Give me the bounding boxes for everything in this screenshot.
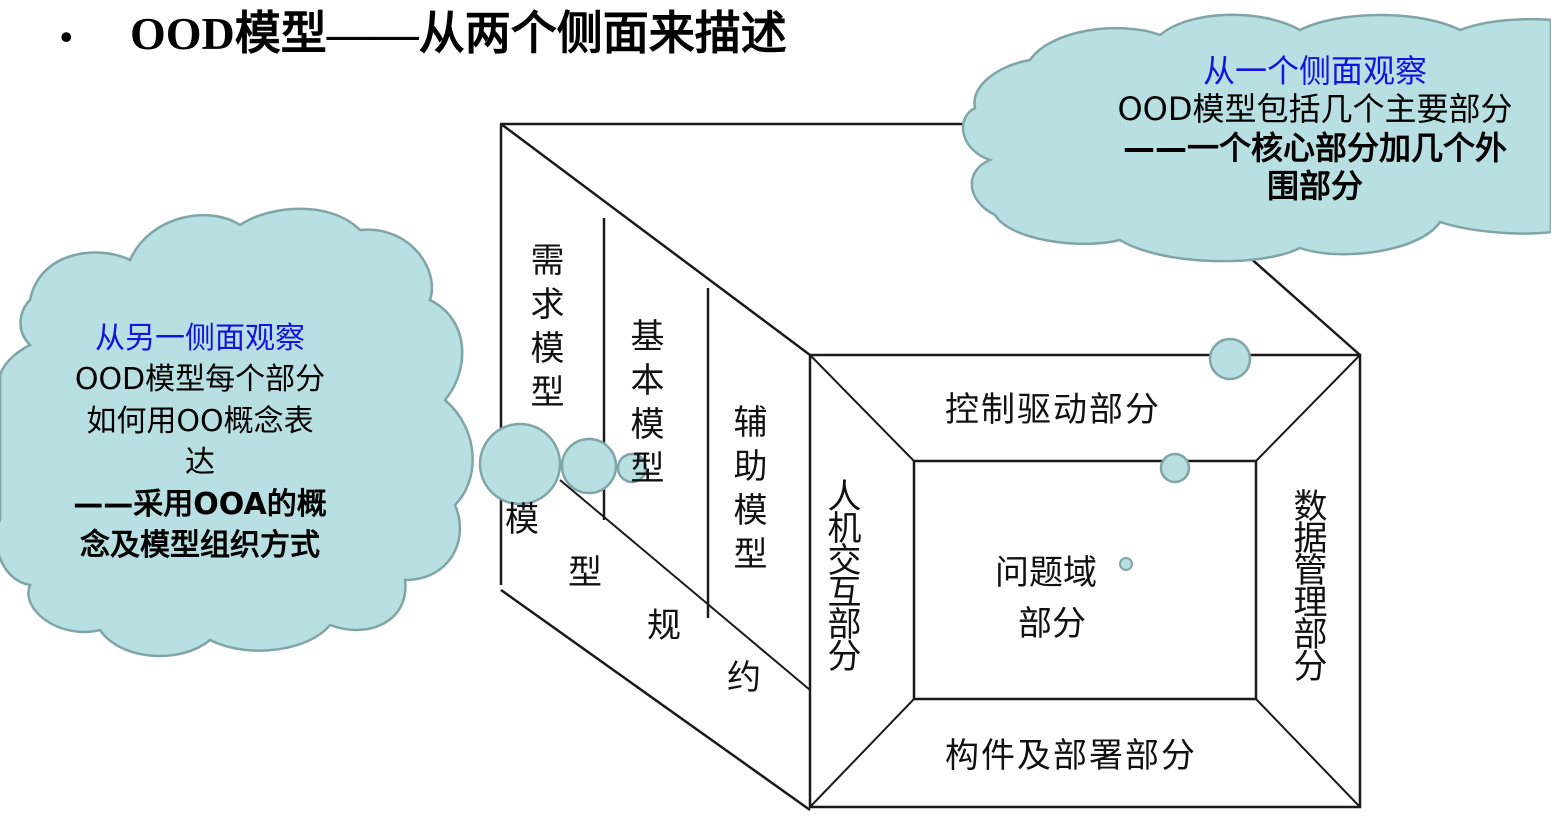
- front-diagonal-tl: [809, 354, 915, 462]
- front-diagonal-br: [1255, 698, 1361, 808]
- front-face-inner: [912, 459, 1258, 701]
- cloud-right-heading: 从一个侧面观察: [1202, 52, 1427, 90]
- spec-char-2: 型: [568, 553, 602, 593]
- front-diagonal-bl: [809, 698, 915, 808]
- front-diagonal-tr: [1255, 354, 1361, 462]
- side-face-top-diagonal: [500, 122, 811, 357]
- side-face-spec-diagonal: [559, 479, 811, 691]
- cloud-right-line3: ——一个核心部分加几个外: [1122, 128, 1507, 167]
- thought-bubble-small: [616, 452, 648, 484]
- human-computer-interaction-label: 人机交互部分: [821, 478, 861, 670]
- thought-bubble-right-large: [1208, 337, 1252, 381]
- slide-title: • OOD模型——从两个侧面来描述: [60, 4, 787, 67]
- cloud-left-heading: 从另一侧面观察: [95, 321, 305, 356]
- cloud-right-text: 从一个侧面观察 OOD模型包括几个主要部分 ——一个核心部分加几个外 围部分: [1080, 52, 1550, 206]
- thought-bubble-right-small: [1119, 557, 1133, 571]
- problem-domain-label-line1: 问题域: [995, 553, 1097, 593]
- cloud-left-text: 从另一侧面观察 OOD模型每个部分 如何用OO概念表 达 ——采用OOA的概 念…: [20, 318, 380, 566]
- thought-bubble-right-medium: [1159, 452, 1191, 484]
- problem-domain-label-line2: 部分: [1018, 604, 1086, 644]
- cloud-left-line6: 念及模型组织方式: [80, 527, 320, 563]
- control-driven-part-label: 控制驱动部分: [945, 390, 1161, 430]
- cloud-right-line2: OOD模型包括几个主要部分: [1117, 90, 1513, 129]
- side-face-bottom-diagonal: [500, 588, 811, 812]
- bullet-icon: •: [60, 17, 73, 57]
- cloud-right-shape: [961, 13, 1551, 263]
- cloud-left-shape: [0, 207, 474, 658]
- requirement-model-label: 需求模型: [524, 242, 564, 418]
- component-deployment-label: 构件及部署部分: [945, 736, 1197, 776]
- cloud-left-line4: 达: [185, 445, 215, 481]
- title-text: OOD模型——从两个侧面来描述: [130, 8, 787, 59]
- thought-bubble-large: [478, 422, 562, 506]
- spec-char-3: 规: [647, 606, 681, 646]
- data-management-label: 数据管理部分: [1287, 488, 1327, 680]
- cloud-right-line4: 围部分: [1266, 167, 1363, 206]
- thought-bubble-medium: [560, 437, 618, 495]
- cloud-left-line3: 如何用OO概念表: [86, 403, 314, 439]
- auxiliary-model-label: 辅助模型: [727, 404, 767, 580]
- front-face-outer: [808, 353, 1362, 809]
- cloud-left-line2: OOD模型每个部分: [74, 362, 326, 398]
- spec-char-1: 模: [505, 500, 539, 540]
- spec-char-4: 约: [727, 658, 761, 698]
- basic-model-label: 基本模型: [624, 318, 664, 494]
- cloud-left-line5: ——采用OOA的概: [73, 486, 327, 522]
